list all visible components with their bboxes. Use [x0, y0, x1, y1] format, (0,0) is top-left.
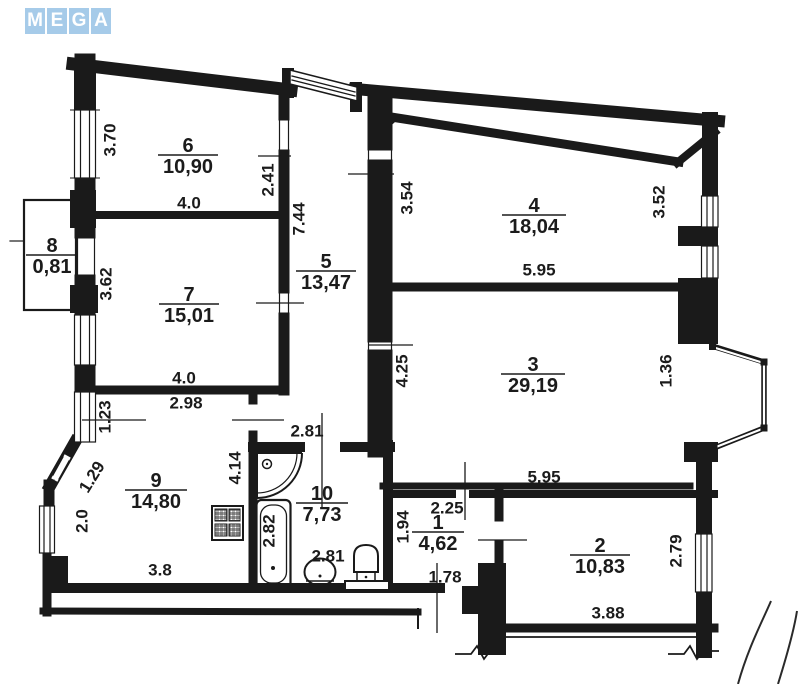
svg-text:7: 7: [183, 284, 194, 306]
dimension-label: 1.78: [428, 568, 461, 587]
svg-text:15,01: 15,01: [164, 305, 214, 327]
dimension-label: 2.81: [290, 422, 323, 441]
mega-logo: M E G A: [25, 8, 111, 34]
dimension-label: 3.52: [650, 185, 669, 218]
room-label-3: 3 29,19: [501, 354, 565, 397]
dimension-label: 5.95: [522, 261, 555, 280]
svg-text:6: 6: [182, 135, 193, 157]
room-label-5: 5 13,47: [296, 251, 356, 294]
svg-text:2: 2: [594, 535, 605, 557]
svg-text:14,80: 14,80: [131, 491, 181, 513]
dimension-label: 1.36: [657, 354, 676, 387]
door-ticks: [82, 155, 527, 633]
logo-letter-e: E: [47, 8, 67, 34]
sketch-artifact: [737, 600, 798, 684]
logo-letter-a: A: [91, 8, 111, 34]
window-kitchen: [38, 505, 56, 554]
svg-text:10,83: 10,83: [575, 556, 625, 578]
dimension-label: 2.79: [667, 534, 686, 567]
room-label-2: 2 10,83: [570, 535, 630, 578]
room-label-7: 7 15,01: [159, 284, 219, 327]
svg-text:5: 5: [320, 251, 331, 273]
dimension-label: 3.62: [97, 267, 116, 300]
dimension-label: 4.14: [226, 451, 245, 485]
dimension-label: 2.25: [430, 499, 463, 518]
dimension-label: 4.25: [393, 354, 412, 387]
room-label-4: 4 18,04: [502, 195, 566, 238]
svg-text:0,81: 0,81: [33, 256, 72, 278]
logo-letter-m: M: [25, 8, 45, 34]
dimension-label: 1.23: [96, 400, 115, 433]
svg-text:13,47: 13,47: [301, 272, 351, 294]
window-room7-upper: [73, 314, 97, 366]
room-label-9: 9 14,80: [125, 470, 187, 513]
svg-text:10,90: 10,90: [163, 156, 213, 178]
dimension-label: 3.54: [398, 181, 417, 215]
logo-letter-g: G: [69, 8, 89, 34]
svg-text:1: 1: [432, 512, 443, 534]
svg-text:9: 9: [150, 470, 161, 492]
fixtures: [211, 452, 390, 591]
window-room6: [70, 109, 100, 179]
walls: [9, 53, 726, 658]
room-label-6: 6 10,90: [158, 135, 218, 178]
svg-text:8: 8: [46, 235, 57, 257]
wall-break-symbols: [455, 644, 719, 661]
svg-text:29,19: 29,19: [508, 375, 558, 397]
svg-text:18,04: 18,04: [509, 216, 560, 238]
window-room4-upper: [700, 195, 719, 228]
svg-text:4: 4: [528, 195, 540, 217]
room-label-10: 10 7,73: [296, 483, 348, 526]
sink-icon: [344, 543, 390, 591]
window-room2: [694, 533, 713, 593]
window-room4-lower: [700, 245, 719, 279]
dimension-label: 4.0: [172, 369, 196, 388]
svg-text:4,62: 4,62: [419, 533, 458, 555]
dimension-label: 3.70: [101, 123, 120, 156]
dimension-label: 2.41: [259, 163, 278, 196]
toilet-icon: [303, 557, 337, 587]
svg-text:10: 10: [311, 483, 333, 505]
shower-icon: [256, 452, 303, 499]
dimension-label: 3.8: [148, 561, 172, 580]
room-label-1: 1 4,62: [412, 512, 464, 555]
windows: [38, 109, 719, 593]
bay-window: [709, 343, 768, 452]
dimension-label: 2.81: [311, 547, 344, 566]
svg-text:7,73: 7,73: [303, 504, 342, 526]
room-label-8: 8 0,81: [26, 235, 78, 278]
dimension-label: 1.94: [394, 510, 413, 544]
dimension-label: 1.29: [75, 458, 109, 496]
dimension-label: 2.98: [169, 394, 202, 413]
bathtub-icon: [255, 498, 292, 590]
dimension-label: 2.0: [73, 509, 92, 533]
dimension-label: 3.88: [591, 604, 624, 623]
dimension-label: 4.0: [177, 194, 201, 213]
dimension-label: 7.44: [290, 202, 309, 236]
window-room7-lower: [73, 391, 97, 443]
dimension-label: 5.95: [527, 468, 560, 487]
svg-text:3: 3: [527, 354, 538, 376]
stove-icon: [211, 505, 244, 541]
dimension-label: 2.82: [260, 514, 279, 547]
